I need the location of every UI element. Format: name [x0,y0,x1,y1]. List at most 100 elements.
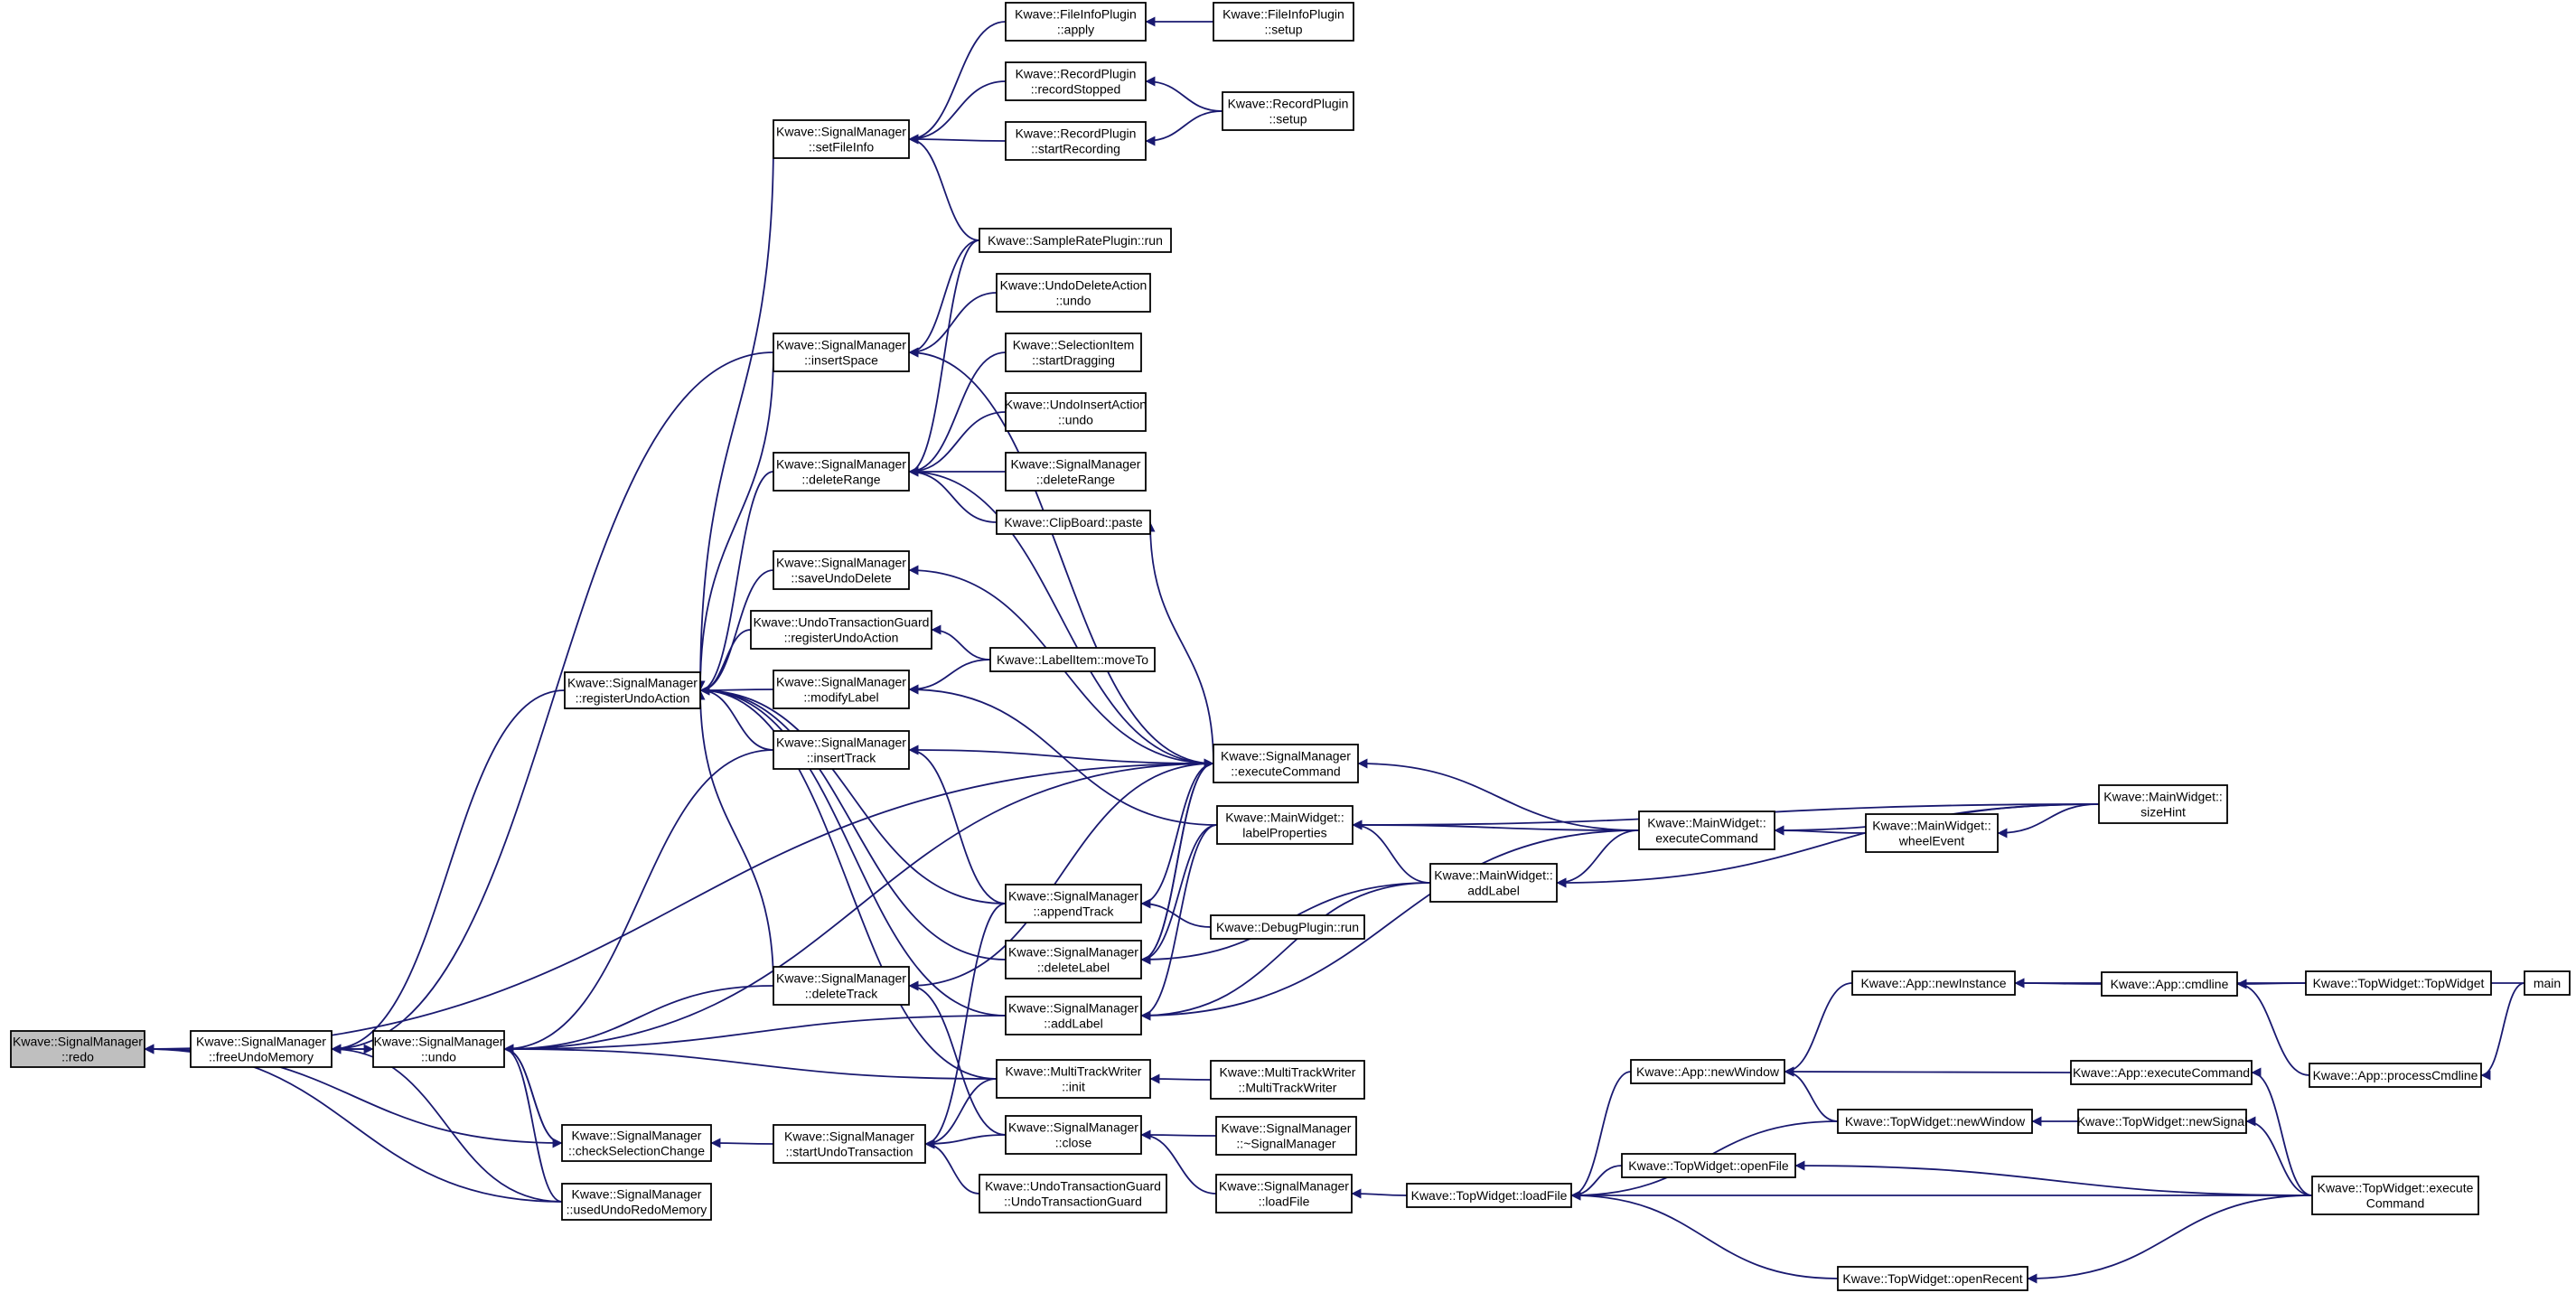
node-label: Kwave::SignalManager [784,1129,914,1144]
node-utgCtor[interactable]: Kwave::UndoTransactionGuard::UndoTransac… [979,1174,1167,1213]
node-label: Kwave::TopWidget::openFile [1628,1158,1789,1173]
node-twTopWidget[interactable]: Kwave::TopWidget::TopWidget [2305,970,2492,996]
node-mtwCtor[interactable]: Kwave::MultiTrackWriter::MultiTrackWrite… [1210,1060,1365,1100]
node-label: addLabel [1467,884,1520,898]
node-recordSetup[interactable]: Kwave::RecordPlugin::setup [1222,91,1354,131]
node-box [1213,2,1354,42]
node-labelItemMoveTo[interactable]: Kwave::LabelItem::moveTo [989,647,1156,672]
edge-mwExecuteCommand-to-addLabelSM [1140,829,1640,1021]
node-label: Kwave::MainWidget:: [1872,819,1991,833]
node-label: Kwave::DebugPlugin::run [1216,920,1359,934]
node-appExecuteCommand[interactable]: Kwave::App::executeCommand [2070,1060,2253,1085]
node-label: executeCommand [1655,831,1758,846]
edge-smLoadFile-to-smClose [1140,1129,1217,1195]
node-label: Kwave::SignalManager [776,675,906,689]
node-setFileInfo[interactable]: Kwave::SignalManager::setFileInfo [773,119,910,159]
node-label: Kwave::MainWidget:: [2103,790,2223,804]
node-registerUndoAction[interactable]: Kwave::SignalManager::registerUndoAction [564,671,701,709]
node-deleteLabel[interactable]: Kwave::SignalManager::deleteLabel [1005,940,1142,979]
node-twOpenRecent[interactable]: Kwave::TopWidget::openRecent [1837,1266,2028,1291]
node-appNewWindow[interactable]: Kwave::App::newWindow [1630,1059,1785,1084]
node-appCmdline[interactable]: Kwave::App::cmdline [2101,971,2238,997]
node-twNewSignal[interactable]: Kwave::TopWidget::newSignal [2077,1109,2247,1134]
node-sampleRateRun[interactable]: Kwave::SampleRatePlugin::run [979,228,1172,253]
node-mtwInit[interactable]: Kwave::MultiTrackWriter::init [996,1059,1151,1099]
edge-twExecuteCommand-to-twOpenRecent [2027,1195,2313,1284]
node-startUndoTransaction[interactable]: Kwave::SignalManager::startUndoTransacti… [773,1124,926,1164]
node-appNewInstance[interactable]: Kwave::App::newInstance [1851,970,2016,996]
node-label: Kwave::SignalManager [567,676,698,690]
edge-utgCtor-to-startUndoTransaction [924,1138,980,1195]
node-box [989,647,1156,672]
edge-executeCommandSM-to-undo [503,763,1214,1054]
node-box [2070,1060,2253,1085]
edge-setFileInfo-to-registerUndoAction [695,138,774,691]
node-startRecording[interactable]: Kwave::RecordPlugin::startRecording [1005,121,1147,161]
node-fileInfoApply[interactable]: Kwave::FileInfoPlugin::apply [1005,2,1147,42]
node-label: Kwave::SignalManager [776,556,906,570]
edge-recordStopped-to-setFileInfo [908,80,1007,145]
node-appendTrack[interactable]: Kwave::SignalManager::appendTrack [1005,884,1142,923]
node-deleteTrack[interactable]: Kwave::SignalManager::deleteTrack [773,966,910,1006]
node-label: Kwave::App::newWindow [1636,1064,1780,1079]
node-label: ::appendTrack [1034,904,1115,919]
node-addLabelSM[interactable]: Kwave::SignalManager::addLabel [1005,996,1142,1035]
node-box [1005,121,1147,161]
node-label: Kwave::RecordPlugin [1016,126,1137,141]
node-twExecuteCommand[interactable]: Kwave::TopWidget::executeCommand [2311,1176,2479,1215]
node-main[interactable]: main [2524,970,2571,996]
node-utgRegister[interactable]: Kwave::UndoTransactionGuard::registerUnd… [750,610,932,650]
node-label: Kwave::TopWidget::openRecent [1842,1271,2022,1286]
node-startDragging[interactable]: Kwave::SelectionItem::startDragging [1005,333,1142,372]
node-label: Kwave::MainWidget:: [1225,810,1344,825]
node-usedUndoRedoMemory[interactable]: Kwave::SignalManager::usedUndoRedoMemory [561,1183,712,1221]
node-fileInfoSetup[interactable]: Kwave::FileInfoPlugin::setup [1213,2,1354,42]
edge-appNewWindow-to-twLoadFile [1570,1071,1632,1201]
node-box [979,1174,1167,1213]
node-box [1630,1059,1785,1084]
node-deleteRange2[interactable]: Kwave::SignalManager::deleteRange [1005,452,1147,492]
node-insertSpace[interactable]: Kwave::SignalManager::insertSpace [773,333,910,372]
edge-insertSpace-to-registerUndoAction [695,351,774,691]
node-label: ::addLabel [1044,1017,1102,1031]
node-clipboardPaste[interactable]: Kwave::ClipBoard::paste [996,510,1151,535]
node-undo[interactable]: Kwave::SignalManager::undo [372,1030,505,1068]
node-label: Kwave::UndoDeleteAction [1000,278,1147,293]
edge-executeCommandSM-to-insertSpace [908,347,1214,764]
node-box [1621,1153,1796,1178]
node-box [979,228,1172,253]
node-label: Kwave::App::processCmdline [2313,1068,2478,1082]
node-modifyLabel[interactable]: Kwave::SignalManager::modifyLabel [773,670,910,709]
node-smClose[interactable]: Kwave::SignalManager::close [1005,1115,1142,1155]
node-insertTrack[interactable]: Kwave::SignalManager::insertTrack [773,730,910,770]
node-labelProperties[interactable]: Kwave::MainWidget::labelProperties [1216,805,1354,845]
node-smLoadFile[interactable]: Kwave::SignalManager::loadFile [1215,1174,1353,1213]
node-twLoadFile[interactable]: Kwave::TopWidget::loadFile [1406,1183,1572,1208]
node-smDtor[interactable]: Kwave::SignalManager::~SignalManager [1215,1116,1357,1156]
node-label: Kwave::UndoTransactionGuard [985,1179,1161,1194]
node-saveUndoDelete[interactable]: Kwave::SignalManager::saveUndoDelete [773,550,910,590]
node-mwExecuteCommand[interactable]: Kwave::MainWidget::executeCommand [1638,810,1775,850]
node-appProcessCmdline[interactable]: Kwave::App::processCmdline [2309,1063,2482,1088]
node-twOpenFile[interactable]: Kwave::TopWidget::openFile [1621,1153,1796,1178]
node-box [1216,805,1354,845]
node-undoDeleteAction[interactable]: Kwave::UndoDeleteAction::undo [996,273,1151,313]
edge-startRecording-to-setFileInfo [908,134,1007,145]
node-recordStopped[interactable]: Kwave::RecordPlugin::recordStopped [1005,61,1147,101]
node-label: Kwave::SignalManager [776,971,906,986]
node-mwAddLabel[interactable]: Kwave::MainWidget::addLabel [1429,863,1558,903]
node-redo[interactable]: Kwave::SignalManager::redo [10,1030,145,1068]
node-debugRun[interactable]: Kwave::DebugPlugin::run [1210,914,1365,940]
node-twNewWindow[interactable]: Kwave::TopWidget::newWindow [1837,1109,2033,1134]
node-checkSelectionChange[interactable]: Kwave::SignalManager::checkSelectionChan… [561,1124,712,1162]
node-deleteRangeSM[interactable]: Kwave::SignalManager::deleteRange [773,452,910,492]
node-undoInsertAction[interactable]: Kwave::UndoInsertAction::undo [1005,392,1147,432]
node-wheelEvent[interactable]: Kwave::MainWidget::wheelEvent [1865,813,1999,853]
node-freeUndoMemory[interactable]: Kwave::SignalManager::freeUndoMemory [190,1030,333,1068]
edge-startUndoTransaction-to-checkSelectionChange [710,1138,774,1148]
node-executeCommandSM[interactable]: Kwave::SignalManager::executeCommand [1213,744,1359,783]
node-label: Kwave::SignalManager [374,1035,504,1049]
node-sizeHint[interactable]: Kwave::MainWidget::sizeHint [2098,784,2228,824]
node-label: ::registerUndoAction [576,691,690,706]
